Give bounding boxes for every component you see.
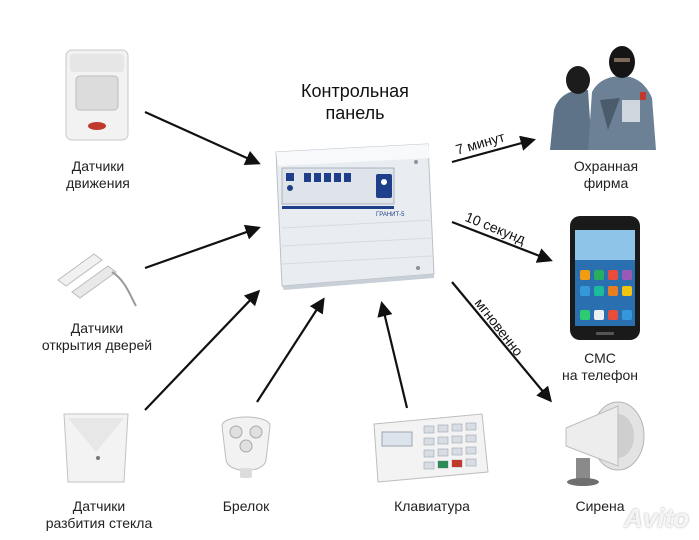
glass-break-sensor-label: Датчики разбития стекла — [45, 498, 153, 531]
arrow-door-to-panel — [144, 224, 261, 270]
arrow-keypad-to-panel — [377, 301, 409, 409]
arrow-panel-to-siren — [451, 281, 552, 403]
keypad-icon — [373, 413, 489, 483]
panel-title: Контрольная панель — [255, 80, 455, 124]
keyfob-icon — [221, 416, 271, 478]
siren-icon — [565, 401, 645, 486]
arrow-panel-to-phone — [451, 220, 553, 263]
panel-brand: ГРАНИТ-5 — [376, 212, 405, 218]
door-sensor-icon — [57, 253, 137, 307]
security-guards-icon — [550, 46, 656, 150]
keyfob-label: Брелок — [222, 498, 270, 514]
avito-watermark: Avito — [624, 503, 689, 533]
phone-label: СМС на телефон — [562, 350, 638, 383]
arrow-panel-to-guard — [451, 135, 536, 164]
siren-label: Сирена — [575, 498, 625, 514]
arrow-motion-to-panel — [144, 110, 261, 165]
panel-title-line1: Контрольная — [301, 81, 409, 101]
glass-break-sensor-icon — [63, 413, 129, 483]
door-sensor-label: Датчики открытия дверей — [41, 320, 153, 353]
panel-title-line2: панель — [325, 103, 385, 123]
arrow-glass-to-panel — [144, 289, 261, 411]
smartphone-icon — [570, 216, 640, 340]
keypad-label: Клавиатура — [394, 498, 470, 514]
arrow-keyfob-to-panel — [256, 297, 325, 403]
guard-label: Охранная фирма — [573, 158, 639, 191]
motion-sensor-icon — [65, 49, 129, 141]
control-panel-icon: ГРАНИТ-5 — [275, 143, 435, 290]
motion-sensor-label: Датчики движения — [66, 158, 130, 191]
